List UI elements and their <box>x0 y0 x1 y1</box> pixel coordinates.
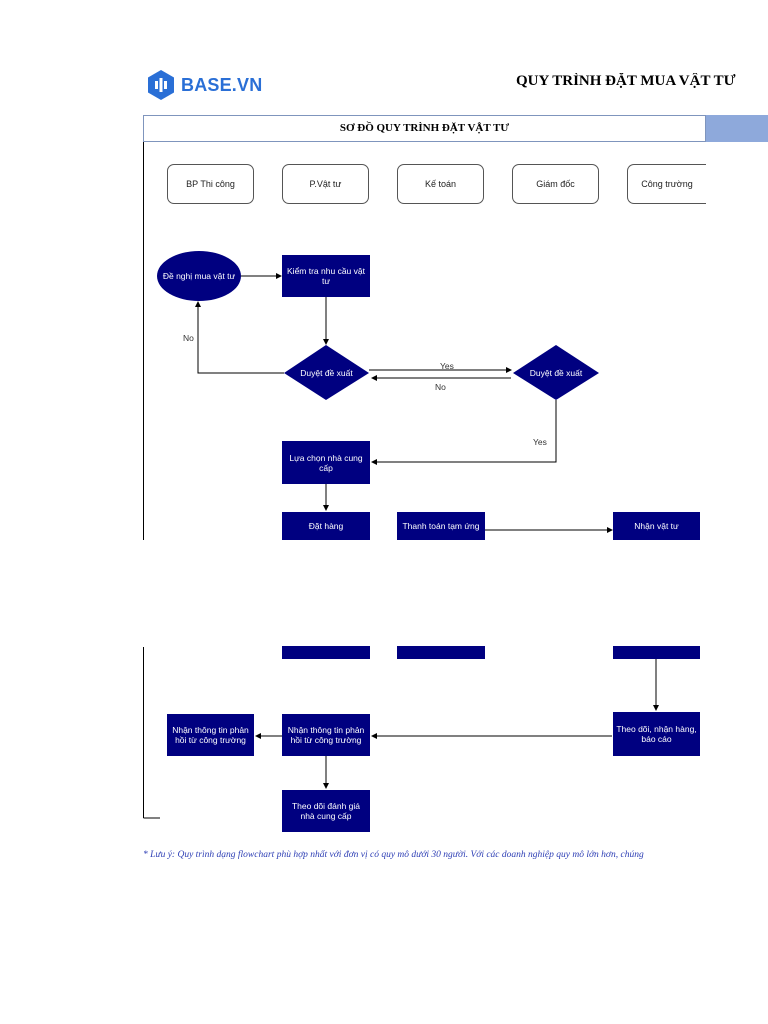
node-request: Đề nghị mua vật tư <box>157 251 241 301</box>
node-advance-payment: Thanh toán tạm ứng <box>397 512 485 540</box>
node-choose-supplier: Lựa chọn nhà cung cấp <box>282 441 370 484</box>
node-feedback-1: Nhận thông tin phản hồi từ công trường <box>282 714 370 756</box>
label-yes-down: Yes <box>533 437 547 447</box>
node-order-continued <box>282 646 370 659</box>
label-no-return: No <box>435 382 446 392</box>
node-advance-payment-continued <box>397 646 485 659</box>
lane-cong-truong: Công trường <box>627 164 706 204</box>
base-logo-icon <box>148 70 174 100</box>
label-yes-forward: Yes <box>440 361 454 371</box>
lane-giam-doc: Giám đốc <box>512 164 599 204</box>
node-approve-2: Duyệt đề xuất <box>529 368 583 378</box>
decision-approve-1-shape <box>284 345 369 400</box>
lane-p-vat-tu: P.Vật tư <box>282 164 369 204</box>
footnote: * Lưu ý: Quy trình dạng flowchart phù hợ… <box>143 850 644 860</box>
logo-text: BASE.VN <box>181 74 263 95</box>
node-feedback-2: Nhận thông tin phản hồi từ công trường <box>167 714 254 756</box>
node-track-receive: Theo dõi, nhận hàng, báo cáo <box>613 712 700 756</box>
node-check-need: Kiểm tra nhu cầu vật tư <box>282 255 370 297</box>
title-band-accent <box>706 115 768 142</box>
node-receive: Nhận vật tư <box>613 512 700 540</box>
node-evaluate: Theo dõi đánh giá nhà cung cấp <box>282 790 370 832</box>
base-logo: BASE.VN <box>147 68 262 102</box>
label-no-back: No <box>183 333 194 343</box>
node-receive-continued <box>613 646 700 659</box>
decision-approve-2-shape <box>513 345 599 400</box>
lane-bp-thi-cong: BP Thi công <box>167 164 254 204</box>
lane-ke-toan: Kế toán <box>397 164 484 204</box>
diagram-title-band: SƠ ĐỒ QUY TRÌNH ĐẶT VẬT TƯ <box>143 115 706 142</box>
node-order: Đặt hàng <box>282 512 370 540</box>
document-title: QUY TRÌNH ĐẶT MUA VẬT TƯ <box>516 73 736 89</box>
node-approve-1: Duyệt đề xuất <box>300 368 353 378</box>
diagram-title: SƠ ĐỒ QUY TRÌNH ĐẶT VẬT TƯ <box>339 122 510 134</box>
